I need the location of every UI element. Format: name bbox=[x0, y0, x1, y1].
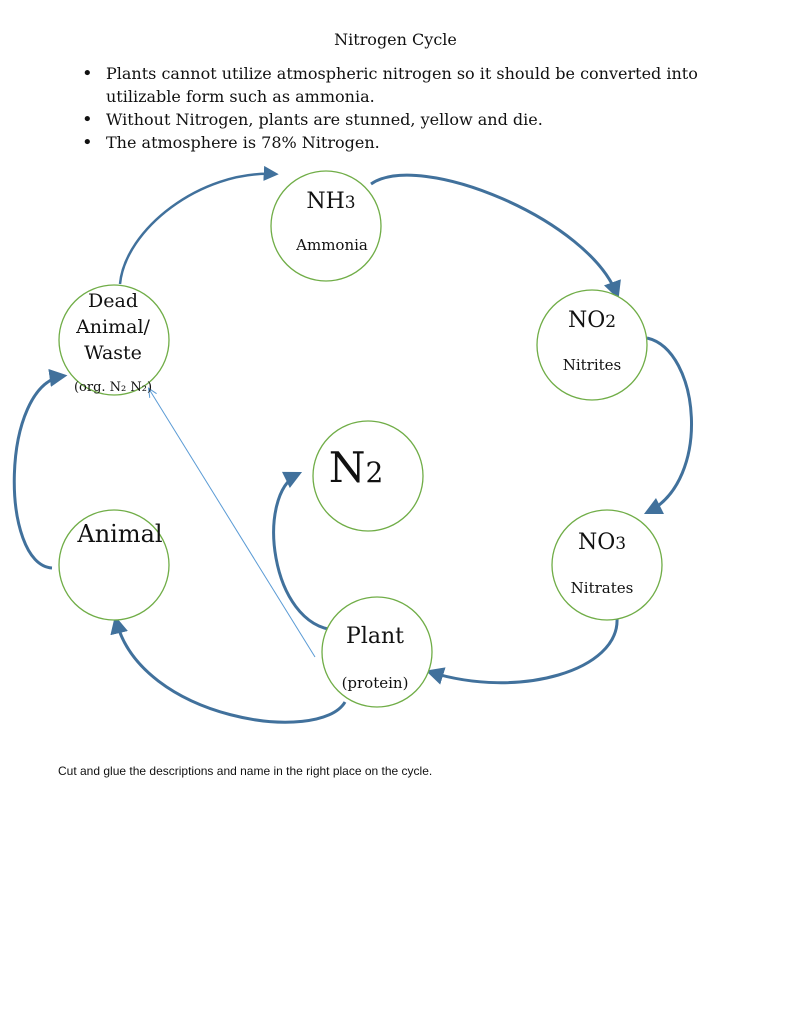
bullet-item: The atmosphere is 78% Nitrogen. bbox=[82, 131, 732, 154]
node-formula: NO2 bbox=[568, 308, 616, 333]
node-detail: (protein) bbox=[342, 674, 409, 692]
arrow-nh3-to-no2 bbox=[370, 173, 621, 300]
node-formula: N2 bbox=[329, 443, 384, 492]
node-formula: NH3 bbox=[306, 189, 355, 214]
node-circle bbox=[312, 420, 424, 532]
node-nitrogen-gas: N2 bbox=[312, 420, 424, 532]
bullet-item: Plants cannot utilize atmospheric nitrog… bbox=[82, 62, 732, 108]
node-animal: Animal bbox=[58, 509, 170, 621]
node-circle bbox=[58, 284, 170, 396]
node-name: Plant bbox=[346, 624, 404, 649]
node-circle bbox=[270, 170, 382, 282]
arrow-no2-to-no3 bbox=[643, 336, 694, 515]
node-ammonia: NH3 Ammonia bbox=[270, 170, 382, 282]
node-name: Ammonia bbox=[295, 236, 368, 254]
node-dead-animal-waste: Dead Animal/ Waste (org. N₂ N₂) bbox=[58, 284, 170, 396]
page-title: Nitrogen Cycle bbox=[334, 30, 457, 49]
instructions-text: Cut and glue the descriptions and name i… bbox=[58, 764, 433, 778]
node-circle bbox=[321, 596, 433, 708]
node-circle bbox=[551, 509, 663, 621]
node-formula: NO3 bbox=[578, 530, 626, 555]
node-circle bbox=[536, 289, 648, 401]
arrow-dead-to-nh3 bbox=[118, 165, 279, 285]
bullet-item: Without Nitrogen, plants are stunned, ye… bbox=[82, 108, 732, 131]
node-detail: (org. N₂ N₂) bbox=[74, 380, 152, 395]
node-circle bbox=[58, 509, 170, 621]
node-line: Dead bbox=[88, 290, 138, 312]
node-name: Nitrites bbox=[563, 356, 622, 374]
node-plant: Plant (protein) bbox=[321, 596, 433, 708]
node-nitrites: NO2 Nitrites bbox=[536, 289, 648, 401]
node-nitrates: NO3 Nitrates bbox=[551, 509, 663, 621]
node-line: Animal/ bbox=[75, 316, 150, 338]
arrow-plant-to-dead-thin bbox=[149, 389, 316, 658]
arrow-no3-to-plant bbox=[425, 617, 619, 685]
node-name: Animal bbox=[76, 520, 162, 548]
arrow-plant-to-animal bbox=[110, 615, 347, 724]
arrow-plant-to-n2 bbox=[272, 471, 336, 632]
node-line: Waste bbox=[84, 342, 142, 364]
bullet-list: Plants cannot utilize atmospheric nitrog… bbox=[82, 62, 732, 154]
arrow-animal-to-dead bbox=[12, 369, 68, 570]
node-name: Nitrates bbox=[571, 579, 634, 597]
